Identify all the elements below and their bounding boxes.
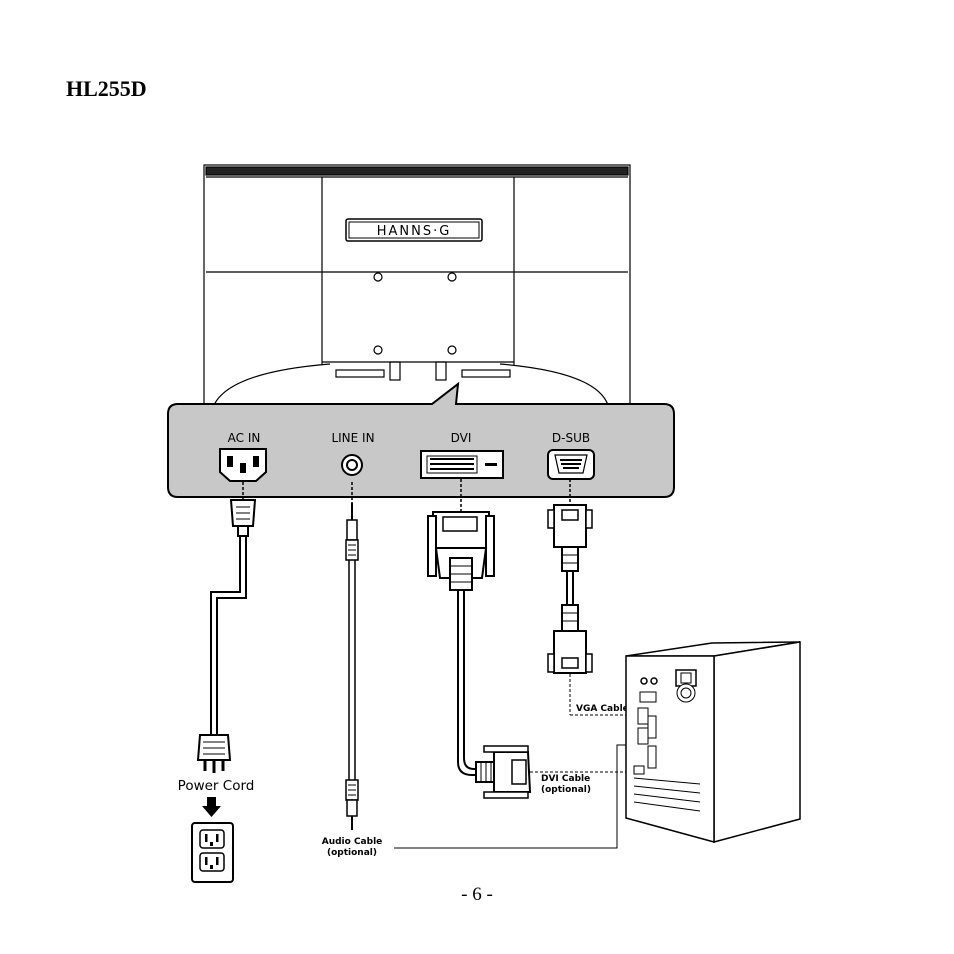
page-number: - 6 - [461, 884, 493, 905]
ac-in-port [219, 448, 267, 482]
vga-cable-label: VGA Cable [576, 704, 629, 714]
svg-text:HANNS·G: HANNS·G [377, 224, 452, 239]
power-cord-label: Power Cord [178, 778, 255, 794]
wall-outlet-icon [191, 822, 234, 883]
model-title: HL255D [66, 76, 147, 101]
dvi-label: DVI [451, 431, 472, 445]
dvi-port [420, 450, 504, 479]
brand-logo: HANNS·G [345, 218, 483, 242]
audio-cable [345, 482, 359, 830]
monitor-back [203, 164, 631, 406]
dsub-port [547, 449, 595, 480]
dsub-label: D-SUB [552, 431, 590, 445]
vga-cable [547, 479, 640, 716]
dvi-cable [427, 479, 639, 799]
computer-tower [625, 641, 801, 843]
dvi-cable-optional: (optional) [541, 785, 591, 795]
audio-cable-optional: (optional) [327, 848, 377, 858]
ac-in-label: AC IN [228, 431, 261, 445]
line-in-label: LINE IN [331, 431, 374, 445]
line-in-port [341, 454, 363, 476]
power-cord [196, 482, 257, 773]
audio-cable-label: Audio Cable [322, 837, 383, 847]
dvi-cable-label: DVI Cable [541, 774, 590, 784]
down-arrow-icon [202, 797, 221, 817]
